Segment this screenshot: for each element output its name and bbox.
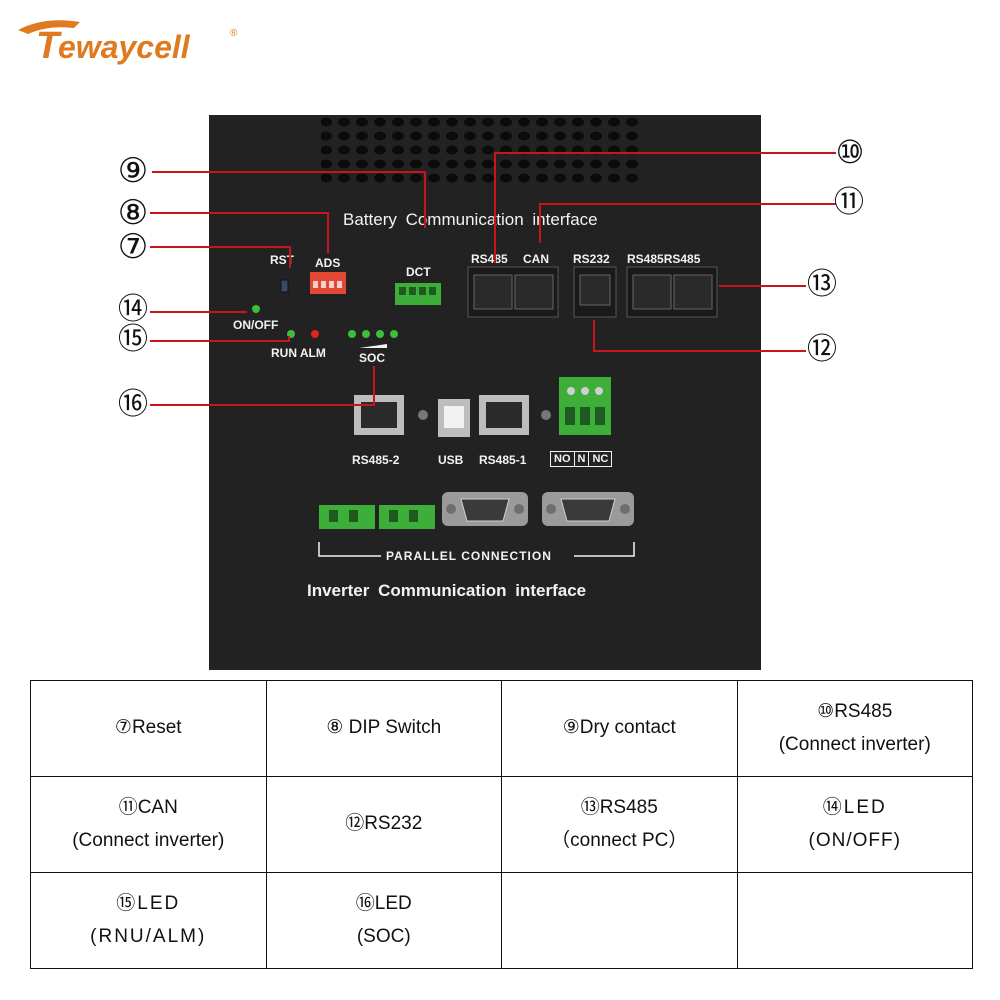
callout-11: ⑪ xyxy=(832,188,866,218)
relay-terminal[interactable] xyxy=(559,377,611,435)
label-run-alm: RUN ALM xyxy=(271,346,326,360)
parallel-bracket-left xyxy=(319,542,381,556)
dip-switch[interactable] xyxy=(310,272,346,294)
rs485-pc-port-block[interactable] xyxy=(627,267,717,317)
legend-cell-empty xyxy=(737,873,973,969)
callout-10-text: ⑩ xyxy=(836,133,865,171)
legend-cell-line1: ⑬RS485 xyxy=(508,792,731,824)
legend-cell-line1: ⑪CAN xyxy=(37,792,260,824)
legend-cell-rs485-pc: ⑬RS485（connect PC） xyxy=(502,777,738,873)
screw xyxy=(418,410,428,420)
legend-cell-line1: ⑦Reset xyxy=(37,712,260,744)
dry-contact-terminal[interactable] xyxy=(395,283,441,305)
legend-cell-dip-switch: ⑧ DIP Switch xyxy=(266,681,502,777)
parallel-terminal-2[interactable] xyxy=(379,505,435,529)
legend-cell-line2: (Connect inverter) xyxy=(37,825,260,857)
label-rs485-pc: RS485RS485 xyxy=(627,252,700,266)
soc-indicator-wedge xyxy=(359,344,387,348)
legend-row: ⑦Reset ⑧ DIP Switch ⑨Dry contact ⑩RS485(… xyxy=(31,681,973,777)
label-dct: DCT xyxy=(406,265,431,279)
callout-12-text: ⑫ xyxy=(807,332,837,367)
legend-cell-line1: ⑮LED xyxy=(37,888,260,920)
legend-cell-dry-contact: ⑨Dry contact xyxy=(502,681,738,777)
tewaycell-logo: T ewaycell ® xyxy=(14,12,254,70)
label-soc: SOC xyxy=(359,351,385,365)
battery-interface-title: Battery Communication interface xyxy=(343,210,598,230)
callout-14: ⑭ xyxy=(116,295,150,325)
legend-cell-can: ⑪CAN(Connect inverter) xyxy=(31,777,267,873)
callout-15: ⑮ xyxy=(116,325,150,355)
legend-cell-reset: ⑦Reset xyxy=(31,681,267,777)
rs485-2-port[interactable] xyxy=(354,395,404,435)
screw xyxy=(541,410,551,420)
run-led xyxy=(287,330,295,338)
inverter-interface-title: Inverter Communication interface xyxy=(307,581,586,601)
callout-16: ⑯ xyxy=(116,390,150,420)
soc-leds xyxy=(348,330,398,338)
label-can: CAN xyxy=(523,252,549,266)
callout-8: ⑧ xyxy=(113,196,153,230)
legend-cell-line1: ⑫RS232 xyxy=(273,808,496,840)
legend-cell-line1: ⑭LED xyxy=(744,792,967,824)
label-rst: RST xyxy=(270,253,294,267)
legend-cell-line2: (SOC) xyxy=(273,921,496,953)
legend-cell-line2: （connect PC） xyxy=(508,825,731,857)
label-usb: USB xyxy=(438,453,463,467)
legend-table: ⑦Reset ⑧ DIP Switch ⑨Dry contact ⑩RS485(… xyxy=(30,680,973,969)
legend-cell-line2: (ON/OFF) xyxy=(744,825,967,857)
callout-11-text: ⑪ xyxy=(834,185,864,220)
legend-cell-rs485-inverter: ⑩RS485(Connect inverter) xyxy=(737,681,973,777)
legend-cell-line1: ⑧ DIP Switch xyxy=(273,712,496,744)
label-ads: ADS xyxy=(315,256,340,270)
rs485-can-port-block[interactable] xyxy=(468,267,558,317)
label-rs485-top: RS485 xyxy=(471,252,508,266)
relay-labels: NO N NC xyxy=(550,451,612,467)
callout-13: ⑬ xyxy=(805,270,839,300)
alm-led xyxy=(311,330,319,338)
db15-connector[interactable] xyxy=(442,492,528,526)
label-rs485-2: RS485-2 xyxy=(352,453,399,467)
legend-cell-line1: ⑯LED xyxy=(273,888,496,920)
legend-cell-line1: ⑨Dry contact xyxy=(508,712,731,744)
reset-button[interactable] xyxy=(281,280,288,292)
legend-cell-led-soc: ⑯LED(SOC) xyxy=(266,873,502,969)
legend-row: ⑪CAN(Connect inverter) ⑫RS232 ⑬RS485（con… xyxy=(31,777,973,873)
parallel-connection-label: PARALLEL CONNECTION xyxy=(386,549,552,563)
legend-cell-line1: ⑩RS485 xyxy=(744,696,967,728)
rs485-1-port[interactable] xyxy=(479,395,529,435)
callout-7-text: ⑦ xyxy=(118,227,148,267)
callout-12: ⑫ xyxy=(805,335,839,365)
label-no: NO xyxy=(551,452,575,466)
on-off-led xyxy=(252,305,260,313)
legend-cell-led-run-alm: ⑮LED(RNU/ALM) xyxy=(31,873,267,969)
label-rs485-1: RS485-1 xyxy=(479,453,526,467)
label-n: N xyxy=(575,452,590,466)
callout-13-text: ⑬ xyxy=(807,267,837,302)
legend-cell-led-on-off: ⑭LED(ON/OFF) xyxy=(737,777,973,873)
rs232-port[interactable] xyxy=(574,267,616,317)
device-panel: Battery Communication interface RST ADS … xyxy=(209,115,761,670)
svg-text:ewaycell: ewaycell xyxy=(58,29,191,65)
callout-10: ⑩ xyxy=(832,136,868,168)
callout-7: ⑦ xyxy=(113,230,153,264)
legend-cell-line2: (Connect inverter) xyxy=(744,729,967,761)
parallel-bracket-right xyxy=(574,542,634,556)
svg-text:®: ® xyxy=(230,28,238,39)
label-nc: NC xyxy=(589,452,611,466)
legend-cell-line2: (RNU/ALM) xyxy=(37,921,260,953)
legend-cell-rs232: ⑫RS232 xyxy=(266,777,502,873)
callout-9: ⑨ xyxy=(113,154,153,188)
db9-connector[interactable] xyxy=(542,492,634,526)
callout-15-text: ⑮ xyxy=(118,322,148,357)
legend-cell-empty xyxy=(502,873,738,969)
callout-9-text: ⑨ xyxy=(118,151,148,191)
callout-16-text: ⑯ xyxy=(118,387,148,422)
parallel-terminal-1[interactable] xyxy=(319,505,375,529)
legend-row: ⑮LED(RNU/ALM) ⑯LED(SOC) xyxy=(31,873,973,969)
vent-grille xyxy=(321,115,639,187)
label-on-off: ON/OFF xyxy=(233,318,278,332)
label-rs232: RS232 xyxy=(573,252,610,266)
usb-port[interactable] xyxy=(438,399,470,437)
